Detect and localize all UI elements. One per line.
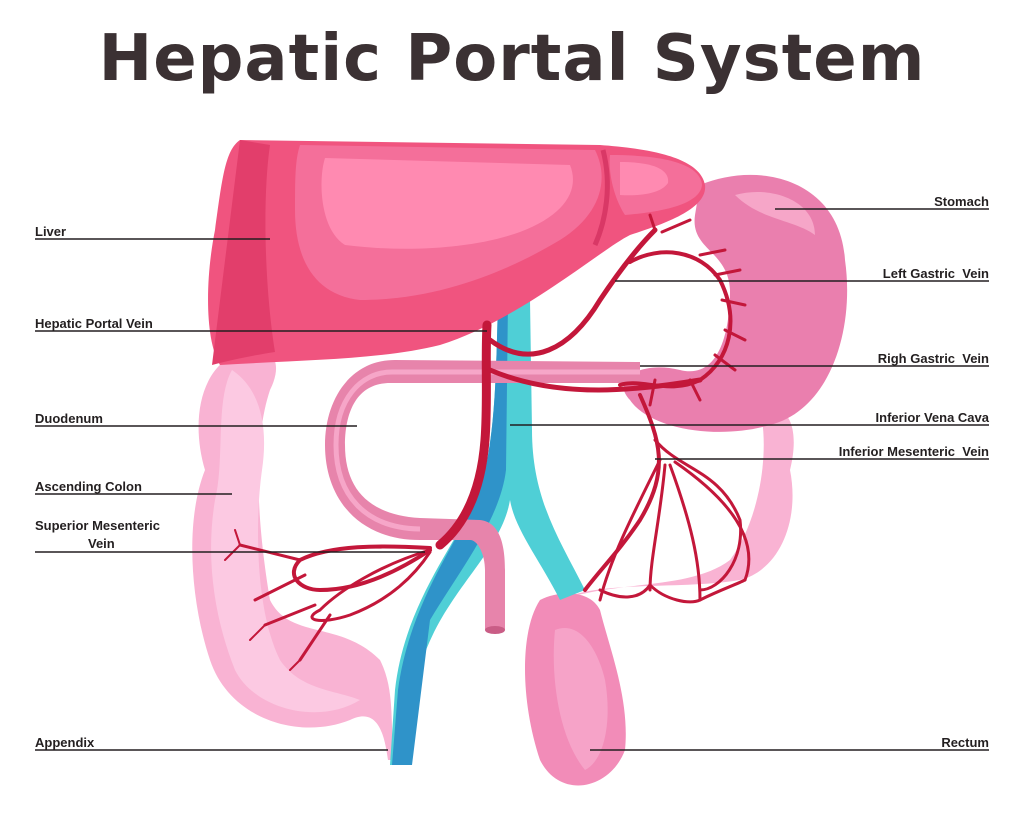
colon xyxy=(192,349,794,786)
label-superior-mesenteric-vein-line1: Superior Mesenteric xyxy=(35,518,160,533)
label-liver: Liver xyxy=(35,224,67,239)
leader-lines xyxy=(35,208,989,751)
label-stomach: Stomach xyxy=(934,194,989,209)
label-hepatic-portal-vein: Hepatic Portal Vein xyxy=(35,316,153,331)
label-superior-mesenteric-vein-line2: Vein xyxy=(88,536,115,551)
label-righ-gastric-vein: Righ Gastric Vein xyxy=(877,351,989,366)
label-inferior-mesenteric-vein: Inferior Mesenteric Vein xyxy=(838,444,989,459)
page-title: Hepatic Portal System xyxy=(98,22,926,96)
label-appendix: Appendix xyxy=(35,735,95,750)
label-left-gastric-vein: Left Gastric Vein xyxy=(882,266,989,281)
liver xyxy=(208,140,706,365)
portal-veins xyxy=(224,213,751,671)
label-duodenum: Duodenum xyxy=(35,411,103,426)
label-ascending-colon: Ascending Colon xyxy=(35,479,142,494)
label-rectum: Rectum xyxy=(941,735,989,750)
label-inferior-vena-cava: Inferior Vena Cava xyxy=(875,410,989,425)
